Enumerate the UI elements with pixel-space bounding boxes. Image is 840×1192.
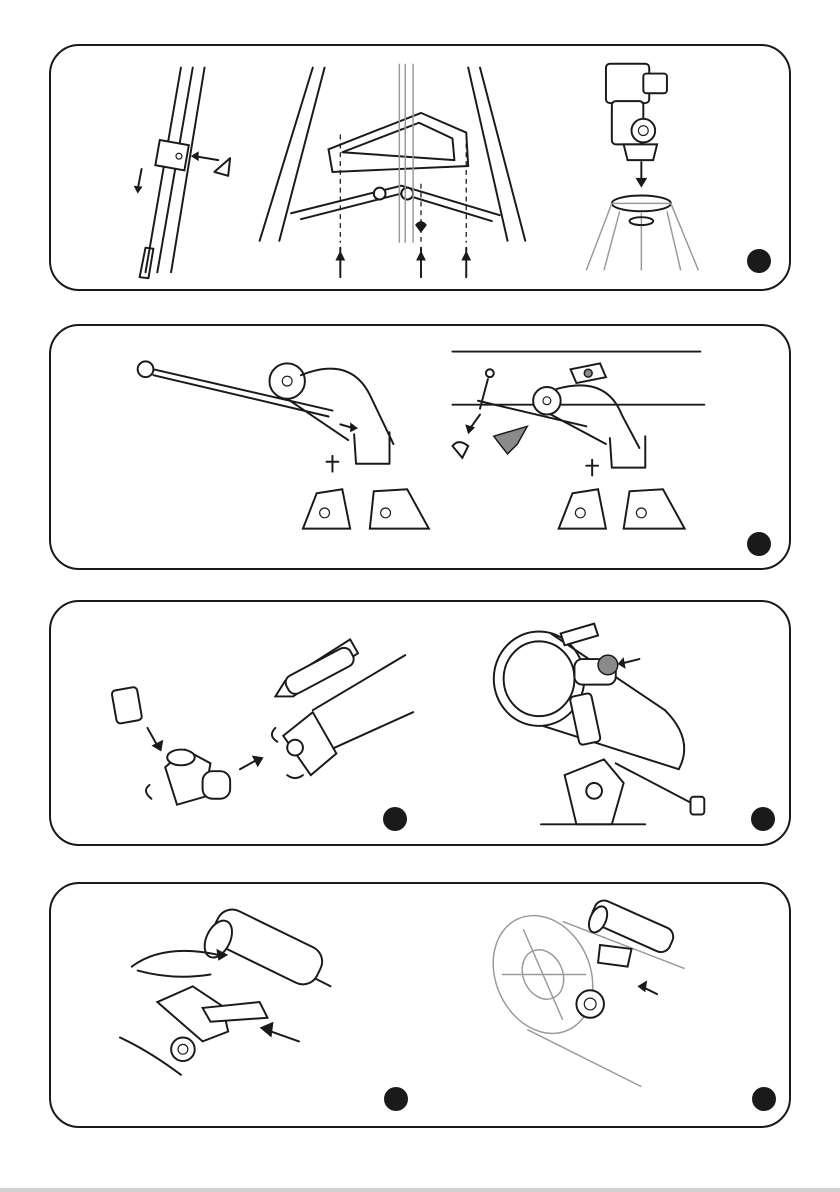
panel-tripod-assembly (49, 44, 791, 291)
counterweight-illustration (51, 326, 789, 568)
refractor-finderscope-illustration (120, 904, 331, 1075)
step-marker-1 (747, 249, 771, 273)
panel-finderscope (49, 882, 791, 1128)
step-marker-4a (384, 1087, 408, 1111)
tripod-leg-illustration (134, 68, 230, 279)
counterweight-rod-left-illustration (138, 361, 429, 528)
panel-counterweight-rod (49, 324, 791, 570)
finderscope-illustration (51, 884, 789, 1126)
mount-head-illustration (586, 64, 698, 271)
accessory-tray-illustration (260, 64, 526, 277)
counterweight-rod-right-illustration (452, 352, 704, 529)
step-marker-3b (751, 807, 775, 831)
diagonal-eyepiece-illustration (51, 602, 789, 844)
step-marker-3a (383, 807, 407, 831)
step-marker-4b (752, 1087, 776, 1111)
step-marker-2 (747, 532, 771, 556)
newtonian-finderscope-illustration (475, 897, 685, 1086)
tripod-assembly-illustration (51, 46, 789, 289)
refractor-diagonal-illustration (111, 639, 413, 804)
newtonian-eyepiece-illustration (494, 624, 705, 825)
page-bottom-rule (0, 1188, 840, 1192)
panel-diagonal-eyepiece (49, 600, 791, 846)
